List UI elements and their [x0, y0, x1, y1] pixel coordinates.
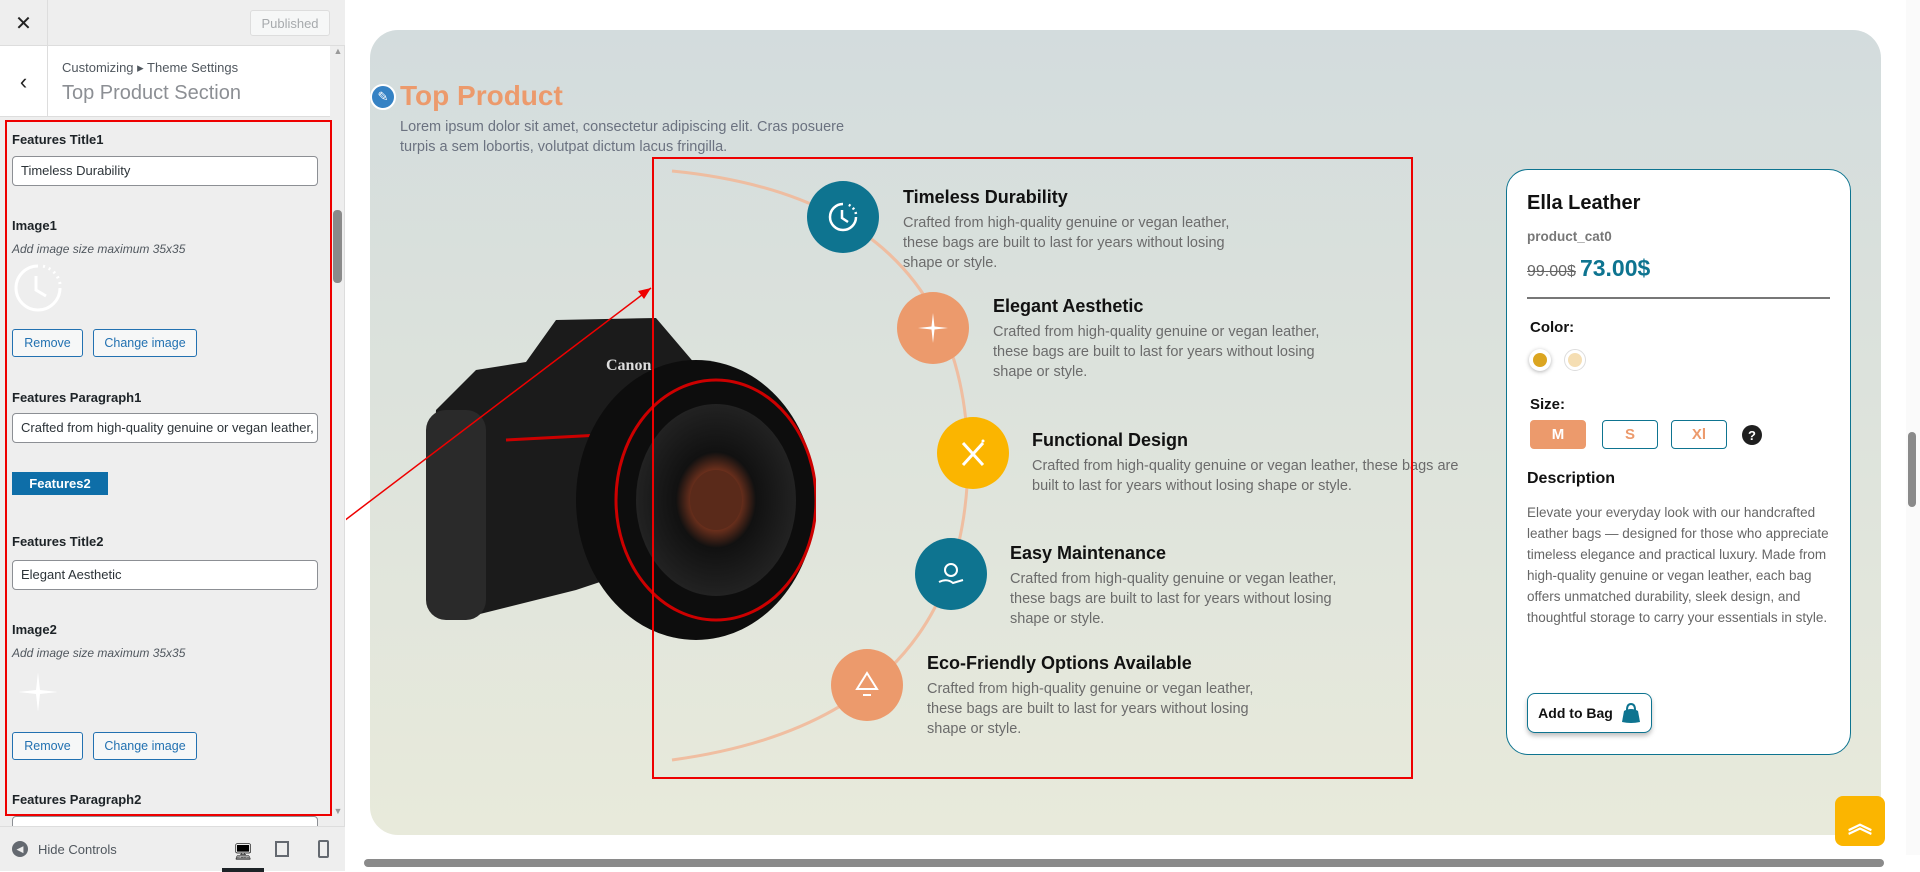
size-s-button[interactable]: S	[1602, 420, 1658, 449]
highlight-box	[652, 157, 1413, 779]
remove-image1-button[interactable]: Remove	[12, 329, 83, 357]
feature-title: Timeless Durability	[903, 187, 1068, 207]
customizer-header: ✕ Published	[0, 0, 345, 46]
recycle-icon	[855, 671, 879, 696]
old-price: 99.00$	[1527, 263, 1576, 280]
image1-hint: Add image size maximum 35x35	[12, 242, 186, 256]
sidebar-scrollbar[interactable]: ▲▼	[333, 46, 343, 816]
feature-text: Crafted from high-quality genuine or veg…	[993, 324, 1320, 380]
site-preview: ✎ Top Product Lorem ipsum dolor sit amet…	[346, 0, 1920, 871]
description-title: Description	[1527, 470, 1616, 487]
pencil-ruler-icon	[961, 439, 985, 467]
feature-icon-badge	[807, 181, 879, 253]
collapse-icon: ◀	[12, 841, 28, 857]
color-swatch-beige[interactable]	[1564, 349, 1586, 371]
clock-icon	[14, 264, 62, 312]
feature-text: Crafted from high-quality genuine or veg…	[1032, 458, 1459, 494]
mobile-preview-button[interactable]	[318, 840, 329, 858]
product-name: Ella Leather	[1527, 192, 1641, 214]
features2-heading: Features2	[12, 472, 108, 495]
features-title2-label: Features Title2	[12, 534, 104, 549]
sparkle-icon	[18, 672, 58, 712]
product-category: product_cat0	[1527, 229, 1612, 244]
edit-shortcut-pencil-icon[interactable]: ✎	[370, 84, 396, 110]
hand-gear-icon	[938, 563, 964, 585]
back-to-top-button[interactable]: ︽	[1835, 796, 1885, 846]
footer-controls: ◀ Hide Controls 🖥	[0, 826, 345, 872]
feature-text: Crafted from high-quality genuine or veg…	[1010, 571, 1337, 627]
features-paragraph1-label: Features Paragraph1	[12, 390, 142, 405]
color-swatch-gold[interactable]	[1529, 349, 1551, 371]
double-chevron-up-icon: ︽	[1848, 810, 1872, 838]
sidebar-scroll-thumb[interactable]	[333, 210, 342, 283]
section-title: Top Product	[400, 80, 563, 111]
feature-icon-badge	[897, 292, 969, 364]
vertical-scroll-thumb[interactable]	[1908, 432, 1916, 507]
feature-text: Crafted from high-quality genuine or veg…	[927, 681, 1254, 737]
camera-brand-logo: Canon	[606, 357, 651, 374]
feature-title: Elegant Aesthetic	[993, 296, 1144, 316]
features-paragraph2-label: Features Paragraph2	[12, 792, 142, 807]
image2-label: Image2	[12, 622, 57, 637]
change-image1-button[interactable]: Change image	[93, 329, 197, 357]
highlight-box	[5, 120, 332, 816]
current-price: 73.00$	[1579, 255, 1651, 281]
feature-icon-badge	[831, 649, 903, 721]
section-header: ‹ Customizing ▸ Theme Settings Top Produ…	[0, 46, 330, 117]
image1-label: Image1	[12, 218, 57, 233]
desktop-preview-button[interactable]: 🖥	[222, 835, 264, 872]
feature-icon-badge	[937, 417, 1009, 489]
feature-title: Eco-Friendly Options Available	[927, 653, 1192, 673]
horizontal-scroll-thumb[interactable]	[364, 859, 1884, 867]
change-image2-button[interactable]: Change image	[93, 732, 197, 760]
vertical-scrollbar[interactable]	[1906, 0, 1920, 855]
size-label: Size:	[1530, 396, 1566, 413]
breadcrumb: Customizing ▸ Theme Settings	[62, 60, 239, 75]
controls-panel: Features Title1 Timeless Durability Imag…	[0, 118, 332, 826]
section-subtitle: Lorem ipsum dolor sit amet, consectetur …	[400, 119, 845, 155]
size-xl-button[interactable]: Xl	[1671, 420, 1727, 449]
sparkle-icon	[918, 313, 948, 343]
product-description: Elevate your everyday look with our hand…	[1527, 505, 1829, 625]
desktop-icon: 🖥	[232, 843, 254, 861]
features-title2-input[interactable]: Elegant Aesthetic	[12, 560, 318, 590]
color-label: Color:	[1530, 319, 1575, 336]
features-paragraph1-input[interactable]: Crafted from high-quality genuine or veg…	[12, 413, 318, 443]
shopping-bag-icon	[1621, 702, 1640, 723]
customizer-sidebar: ✕ Published ‹ Customizing ▸ Theme Settin…	[0, 0, 345, 872]
hide-controls-label: Hide Controls	[38, 841, 117, 857]
section-title: Top Product Section	[62, 82, 241, 104]
tablet-preview-button[interactable]	[275, 841, 289, 857]
close-customizer-button[interactable]: ✕	[0, 0, 48, 46]
features-paragraph2-input[interactable]	[12, 816, 318, 826]
back-button[interactable]: ‹	[0, 46, 48, 117]
divider	[1527, 297, 1830, 299]
published-button[interactable]: Published	[250, 10, 330, 36]
feature-title: Easy Maintenance	[1010, 543, 1167, 563]
features-title1-label: Features Title1	[12, 132, 104, 147]
feature-title: Functional Design	[1032, 430, 1189, 450]
add-to-bag-button[interactable]: Add to Bag	[1527, 693, 1652, 733]
feature-text: Crafted from high-quality genuine or veg…	[903, 215, 1230, 271]
size-guide-help-icon[interactable]: ?	[1742, 425, 1762, 445]
remove-image2-button[interactable]: Remove	[12, 732, 83, 760]
image2-hint: Add image size maximum 35x35	[12, 646, 186, 660]
add-to-bag-label: Add to Bag	[1538, 705, 1613, 721]
features-title1-input[interactable]: Timeless Durability	[12, 156, 318, 186]
size-m-button[interactable]: M	[1530, 420, 1586, 449]
product-card: Ella Leather product_cat0 99.00$ 73.00$ …	[1506, 169, 1851, 755]
clock-icon	[828, 202, 858, 232]
feature-icon-badge	[915, 538, 987, 610]
hide-controls-button[interactable]: ◀ Hide Controls	[12, 841, 117, 857]
